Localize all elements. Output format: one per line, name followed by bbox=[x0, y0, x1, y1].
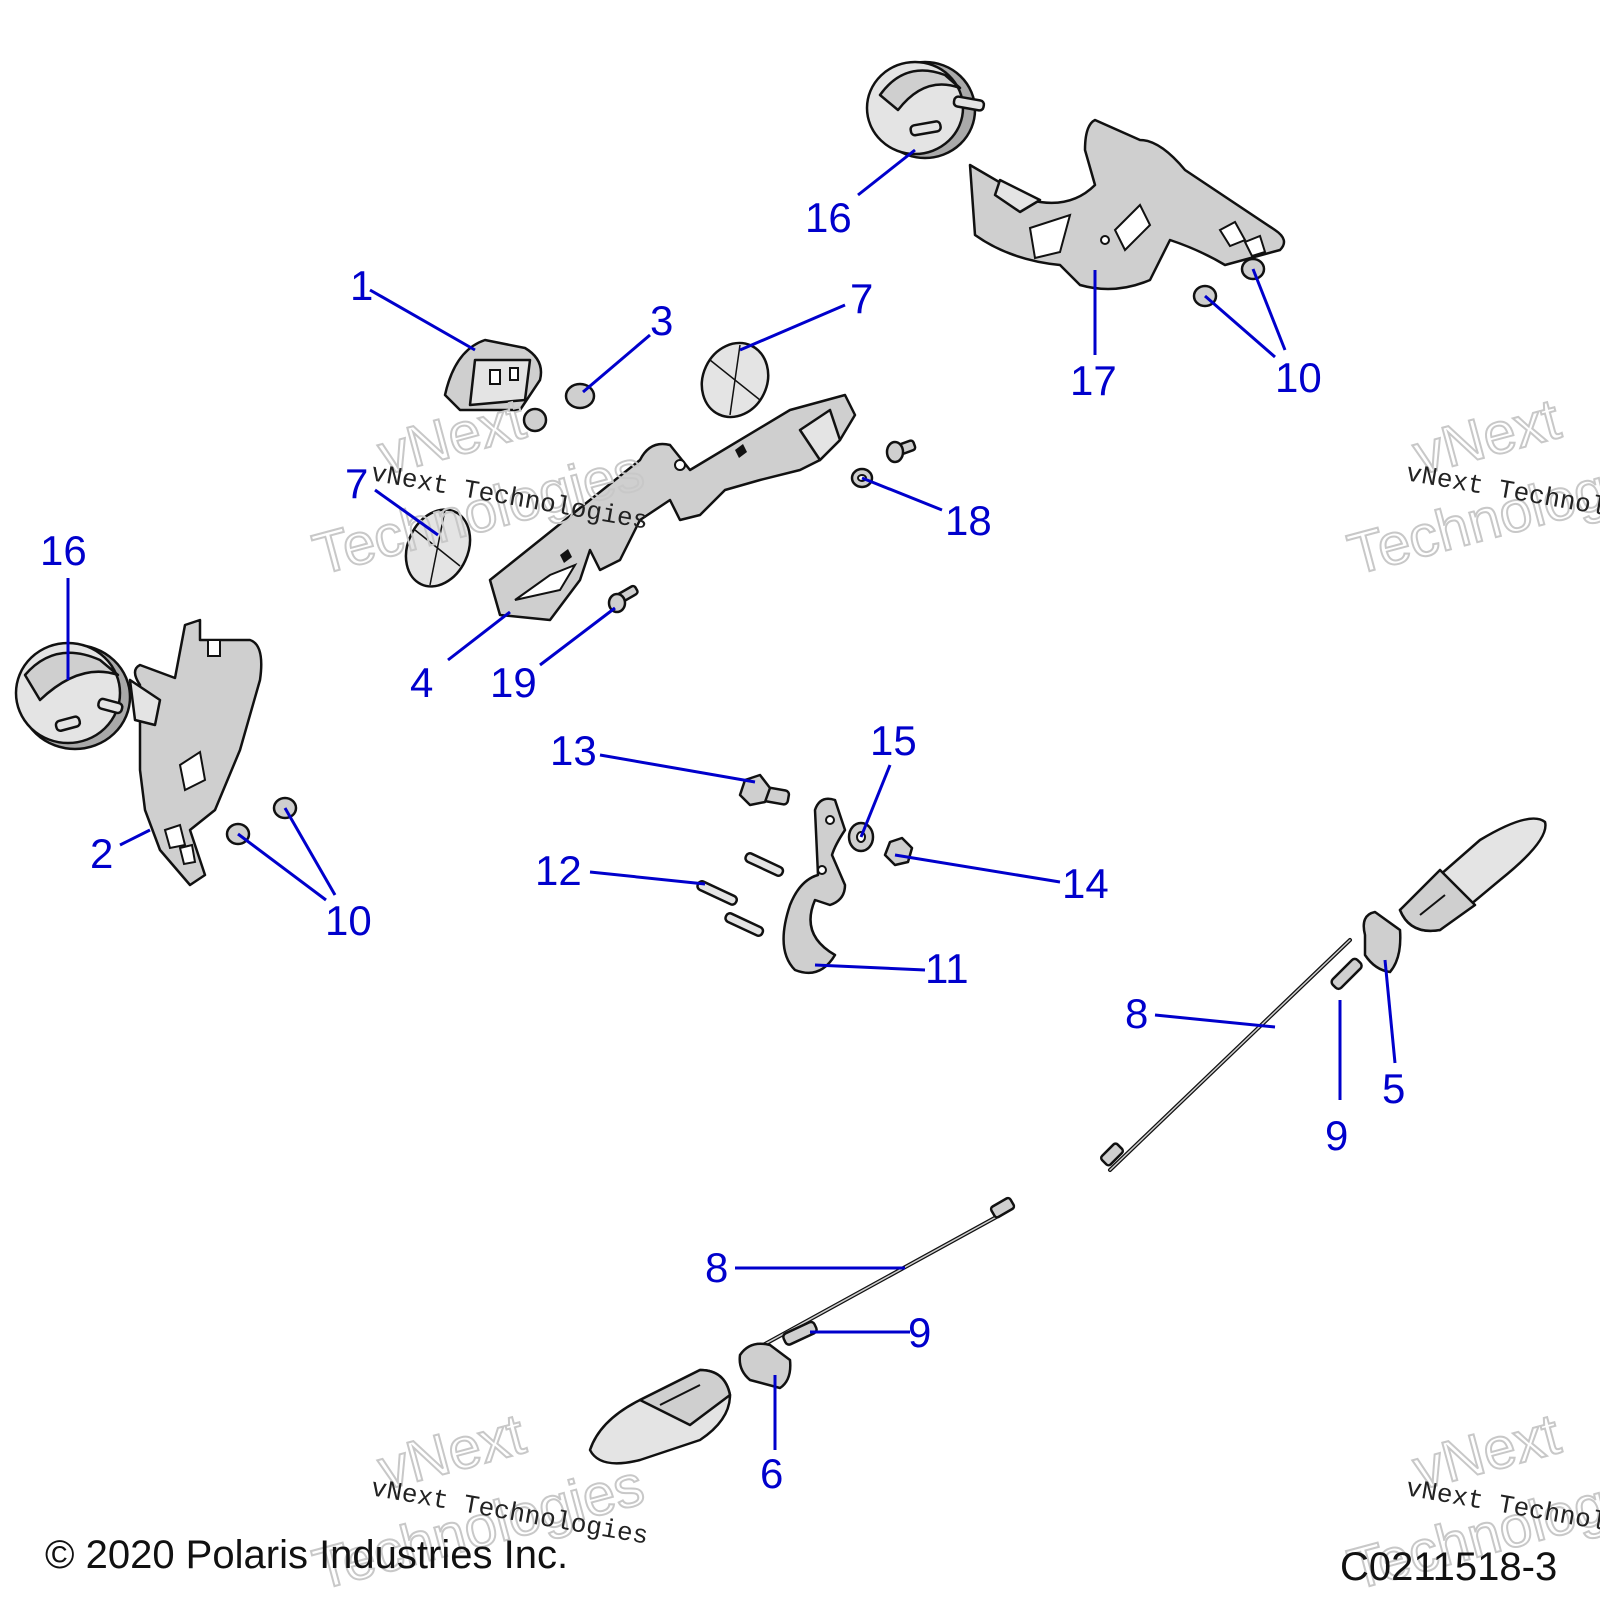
callout-6: 6 bbox=[760, 1450, 783, 1497]
callout-9-left: 9 bbox=[908, 1309, 931, 1356]
callout-11: 11 bbox=[925, 945, 969, 992]
turn-signal-right bbox=[1099, 817, 1547, 1172]
callout-9-right: 9 bbox=[1325, 1112, 1348, 1159]
callout-10-left: 10 bbox=[325, 897, 372, 944]
callout-8-left: 8 bbox=[705, 1244, 728, 1291]
part-13-bolt bbox=[738, 773, 791, 807]
callout-13: 13 bbox=[550, 727, 597, 774]
part-16-top-right bbox=[865, 60, 986, 160]
part-18-bolt-washer bbox=[850, 439, 917, 489]
callout-16-top: 16 bbox=[805, 194, 852, 241]
callout-7-top: 7 bbox=[850, 275, 873, 322]
part-14-nut bbox=[883, 836, 914, 867]
leader-lines bbox=[66, 148, 1397, 1450]
part-10-nuts-left bbox=[225, 796, 298, 846]
callout-18: 18 bbox=[945, 497, 992, 544]
part-2-bracket bbox=[128, 618, 263, 887]
part-4-long-bracket bbox=[488, 393, 857, 622]
callout-2: 2 bbox=[90, 830, 113, 877]
diagram-id: C0211518-3 bbox=[1340, 1545, 1557, 1589]
callout-8-right: 8 bbox=[1125, 990, 1148, 1037]
part-7-reflector-top bbox=[700, 341, 770, 419]
part-12-screws bbox=[696, 852, 785, 937]
callout-19: 19 bbox=[490, 659, 537, 706]
callout-17: 17 bbox=[1070, 357, 1117, 404]
callout-4: 4 bbox=[410, 659, 433, 706]
callout-7-left: 7 bbox=[345, 460, 368, 507]
part-11-bracket bbox=[782, 797, 847, 975]
callout-numbers: 1 3 7 16 17 10 7 18 16 4 19 13 15 2 12 1… bbox=[40, 194, 1405, 1497]
part-1-light-housing bbox=[443, 338, 548, 433]
callout-1: 1 bbox=[350, 262, 373, 309]
part-10-nuts-top bbox=[1192, 257, 1266, 308]
part-19-bolt bbox=[607, 584, 639, 614]
part-17-bracket bbox=[968, 118, 1286, 291]
part-7-reflector-left bbox=[404, 508, 472, 588]
callout-12: 12 bbox=[535, 847, 582, 894]
callout-3: 3 bbox=[650, 297, 673, 344]
copyright-text: © 2020 Polaris Industries Inc. bbox=[45, 1533, 568, 1577]
watermark-top-right: vNext Technologies vNext Technologies bbox=[1341, 385, 1600, 588]
callout-14: 14 bbox=[1062, 860, 1109, 907]
callout-15: 15 bbox=[870, 717, 917, 764]
part-16-left bbox=[14, 641, 132, 751]
turn-signal-left bbox=[588, 1196, 1016, 1465]
callout-10-top: 10 bbox=[1275, 354, 1322, 401]
callout-16-left: 16 bbox=[40, 527, 87, 574]
callout-5: 5 bbox=[1382, 1065, 1405, 1112]
